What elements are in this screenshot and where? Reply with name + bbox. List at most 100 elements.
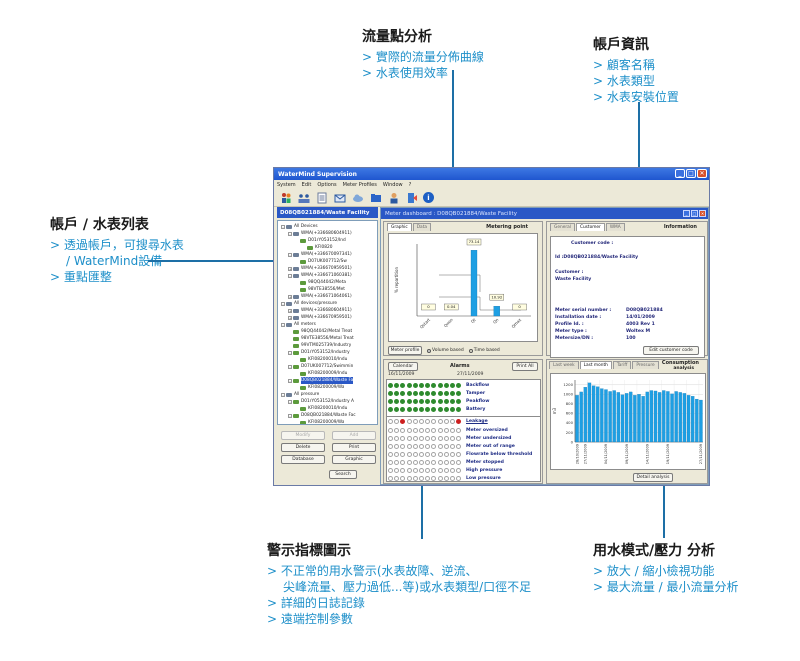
edit-customer-code-button[interactable]: Edit customer code xyxy=(643,346,699,355)
modify-button[interactable]: Modify xyxy=(281,431,325,440)
tree-node[interactable]: 98QQ44042/Meta xyxy=(279,279,376,286)
time-based-radio[interactable]: Time based xyxy=(468,348,500,353)
collapse-icon[interactable]: - xyxy=(288,399,292,404)
alarm-row[interactable]: Tamper xyxy=(388,390,485,397)
alarm-row[interactable]: Meter oversized xyxy=(388,427,508,434)
tree-node[interactable]: -D08QB021884/Waste Fa xyxy=(279,377,376,384)
tab-customer[interactable]: Customer xyxy=(575,223,605,231)
collapse-icon[interactable]: - xyxy=(288,378,292,383)
collapse-icon[interactable]: - xyxy=(288,350,292,355)
alarm-row[interactable]: Low pressure xyxy=(388,475,501,482)
search-button[interactable]: Search xyxy=(329,470,357,479)
tree-node[interactable]: -WMA(+336671060381) xyxy=(279,272,376,279)
exit-icon[interactable] xyxy=(405,191,418,204)
cloud-icon[interactable] xyxy=(351,191,364,204)
alarm-row[interactable]: Meter stopped xyxy=(388,459,504,466)
tree-node[interactable]: -WMA(+336680604911) xyxy=(279,230,376,237)
tree-node[interactable]: -All meters xyxy=(279,321,376,328)
minimize-button[interactable]: _ xyxy=(675,169,685,178)
collapse-icon[interactable]: - xyxy=(288,413,292,418)
tree-node[interactable]: KFI08200010/Indu xyxy=(279,405,376,412)
dashboard-minimize-button[interactable]: _ xyxy=(683,210,690,217)
tree-node[interactable]: D01rY053152/Ind xyxy=(279,237,376,244)
alarm-row[interactable]: Peakflow xyxy=(388,398,489,405)
account-tree[interactable]: -All Devices-WMA(+336680604911)D01rY0531… xyxy=(277,220,378,425)
tab-last-month[interactable]: Last month xyxy=(579,361,612,369)
detail-analysis-button[interactable]: Detail analysis xyxy=(633,473,673,482)
tree-node[interactable]: +WMA(+336670959501) xyxy=(279,314,376,321)
print-button[interactable]: Print xyxy=(332,443,376,452)
close-button[interactable]: ✕ xyxy=(697,169,707,178)
tree-node[interactable]: +WMA(+336671064061) xyxy=(279,293,376,300)
add-button[interactable]: Add xyxy=(332,431,376,440)
collapse-icon[interactable]: - xyxy=(281,392,285,397)
tab-last-week[interactable]: Last week xyxy=(549,361,579,369)
tab-tariff[interactable]: Tariff xyxy=(612,361,632,369)
tree-node[interactable]: KFI08200009/Indu xyxy=(279,370,376,377)
tree-node[interactable]: 98VTE38556/Met xyxy=(279,286,376,293)
alarm-row[interactable]: Backflow xyxy=(388,382,489,389)
expand-icon[interactable]: + xyxy=(288,315,292,320)
tree-node[interactable]: +WMA(+336670959501) xyxy=(279,265,376,272)
expand-icon[interactable]: + xyxy=(288,266,292,271)
menu-edit[interactable]: Edit xyxy=(301,181,312,188)
collapse-icon[interactable]: - xyxy=(288,252,292,257)
folder-icon[interactable] xyxy=(369,191,382,204)
collapse-icon[interactable]: - xyxy=(281,322,285,327)
tree-node[interactable]: -D01rY053152/Industry xyxy=(279,349,376,356)
alarm-label[interactable]: Leakage xyxy=(466,419,488,425)
collapse-icon[interactable]: - xyxy=(281,224,285,229)
tree-node[interactable]: KFI0820 xyxy=(279,244,376,251)
info-icon[interactable]: i xyxy=(423,192,434,203)
delete-button[interactable]: Delete xyxy=(281,443,325,452)
tab-pressure[interactable]: Pressure xyxy=(632,361,659,369)
menu-window[interactable]: Window xyxy=(382,181,403,188)
tree-node[interactable]: KFI08200009/Wa xyxy=(279,419,376,424)
mail-icon[interactable] xyxy=(333,191,346,204)
tree-node[interactable]: -All Devices xyxy=(279,223,376,230)
alarm-row[interactable]: Flowrate below threshold xyxy=(388,451,532,458)
graphic-button[interactable]: Graphic xyxy=(332,455,376,464)
tab-wma[interactable]: WMA xyxy=(605,223,625,231)
volume-based-radio[interactable]: Volume based xyxy=(427,348,464,353)
collapse-icon[interactable]: - xyxy=(288,231,292,236)
tab-data[interactable]: Data xyxy=(412,223,432,231)
tree-node[interactable]: +WMA(+336680604911) xyxy=(279,307,376,314)
alarm-row[interactable]: Meter out of range xyxy=(388,443,515,450)
tree-node[interactable]: -D01rY053152/Industry A xyxy=(279,398,376,405)
maximize-button[interactable]: □ xyxy=(686,169,696,178)
collapse-icon[interactable]: - xyxy=(288,273,292,278)
menu-help[interactable]: ? xyxy=(408,181,412,188)
menu-options[interactable]: Options xyxy=(317,181,337,188)
alarm-row[interactable]: Leakage xyxy=(388,418,488,425)
tab-graphic[interactable]: Graphic xyxy=(387,223,412,231)
tree-node[interactable]: -All devices/pressure xyxy=(279,300,376,307)
tree-node[interactable]: 98QQ44042/Metal Treat xyxy=(279,328,376,335)
tab-general[interactable]: General xyxy=(550,223,575,231)
collapse-icon[interactable]: - xyxy=(281,301,285,306)
dashboard-close-button[interactable]: ✕ xyxy=(699,210,706,217)
dashboard-maximize-button[interactable]: □ xyxy=(691,210,698,217)
tree-node[interactable]: -WMA(+336670097341) xyxy=(279,251,376,258)
users-icon[interactable] xyxy=(279,191,292,204)
tree-node[interactable]: -All pressure xyxy=(279,391,376,398)
tree-node[interactable]: -D07UK007712/Swimmin xyxy=(279,363,376,370)
tree-node[interactable]: 99VTM025739/Industry xyxy=(279,342,376,349)
database-button[interactable]: Database xyxy=(281,455,325,464)
group-icon[interactable] xyxy=(297,191,310,204)
collapse-icon[interactable]: - xyxy=(288,364,292,369)
tree-node[interactable]: KFI08200010/Indu xyxy=(279,356,376,363)
tree-node[interactable]: 98VTE38556/Metal Treat xyxy=(279,335,376,342)
alarm-row[interactable]: High pressure xyxy=(388,467,502,474)
expand-icon[interactable]: + xyxy=(288,308,292,313)
tree-node[interactable]: KFI08200009/Wa xyxy=(279,384,376,391)
alarm-row[interactable]: Battery xyxy=(388,406,485,413)
person-icon[interactable] xyxy=(387,191,400,204)
menu-system[interactable]: System xyxy=(277,181,296,188)
tree-node[interactable]: D07UK007712/Sw xyxy=(279,258,376,265)
print-all-button[interactable]: Print All xyxy=(512,362,538,371)
document-icon[interactable] xyxy=(315,191,328,204)
tree-node[interactable]: -D08QB021884/Waste Fac xyxy=(279,412,376,419)
alarm-row[interactable]: Meter undersized xyxy=(388,435,511,442)
calendar-button[interactable]: Calendar xyxy=(388,362,418,371)
